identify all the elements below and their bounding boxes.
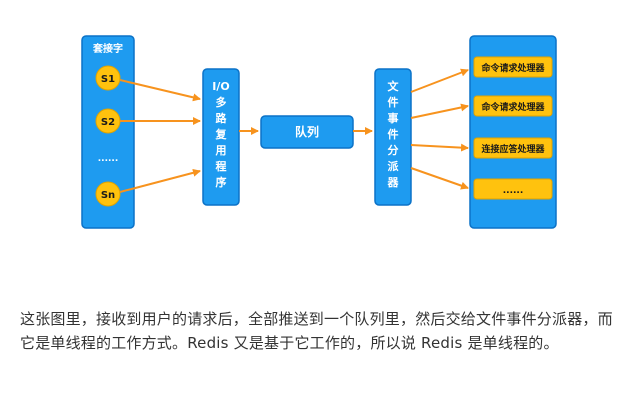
socket-s1-label: S1 [101, 74, 115, 85]
handler-1-box [473, 56, 553, 78]
io-label-0: I/O [212, 80, 229, 93]
handler-3-box [473, 137, 553, 159]
socket-s2-label: S2 [101, 117, 115, 128]
arrow-dispatcher-to-handler-2 [410, 103, 469, 119]
socket-ellipsis: ...... [98, 154, 119, 164]
io-label-1: 多 [216, 95, 227, 109]
socket-s1-node [95, 65, 121, 91]
dispatcher-label-6: 器 [387, 176, 400, 189]
io-label-2: 路 [216, 111, 228, 125]
io-label-6: 序 [216, 175, 227, 189]
dispatcher-label-3: 件 [388, 127, 399, 141]
arrow-dispatcher-to-handler-3 [410, 143, 469, 152]
handler-1-label: 命令请求处理器 [480, 62, 545, 74]
arrow-s1-to-io [119, 79, 201, 102]
handler-3-label: 连接应答处理器 [481, 143, 545, 155]
redis-event-diagram: 套接字 S1 S2 ...... Sn I/O 多 路 复 用 程 序 队列 文… [81, 35, 557, 229]
queue-label: 队列 [295, 124, 319, 139]
handler-2-label: 命令请求处理器 [480, 101, 545, 113]
caption-paragraph: 这张图里，接收到用户的请求后，全部推送到一个队列里，然后交给文件事件分派器，而它… [20, 310, 613, 352]
dispatcher-label-1: 件 [388, 95, 399, 109]
handler-4-box [473, 178, 553, 200]
arrow-dispatcher-to-handler-4 [410, 167, 469, 190]
dispatcher-box [374, 68, 412, 206]
dispatcher-label-5: 派 [388, 160, 400, 173]
dispatcher-label-4: 分 [388, 143, 399, 157]
io-label-4: 用 [216, 144, 227, 157]
arrow-sn-to-io [119, 168, 201, 193]
arrow-dispatcher-to-handler-1 [410, 68, 469, 93]
handler-2-box [473, 95, 553, 117]
handler-4-label: ...... [503, 186, 524, 196]
socket-sn-node [95, 181, 121, 207]
socket-group-title: 套接字 [92, 42, 123, 55]
io-label-3: 复 [215, 127, 228, 141]
io-multiplexer-box [202, 68, 240, 206]
io-label-5: 程 [216, 159, 227, 173]
dispatcher-label-2: 事 [388, 111, 399, 125]
socket-sn-label: Sn [101, 190, 115, 201]
dispatcher-label-0: 文 [388, 79, 400, 93]
